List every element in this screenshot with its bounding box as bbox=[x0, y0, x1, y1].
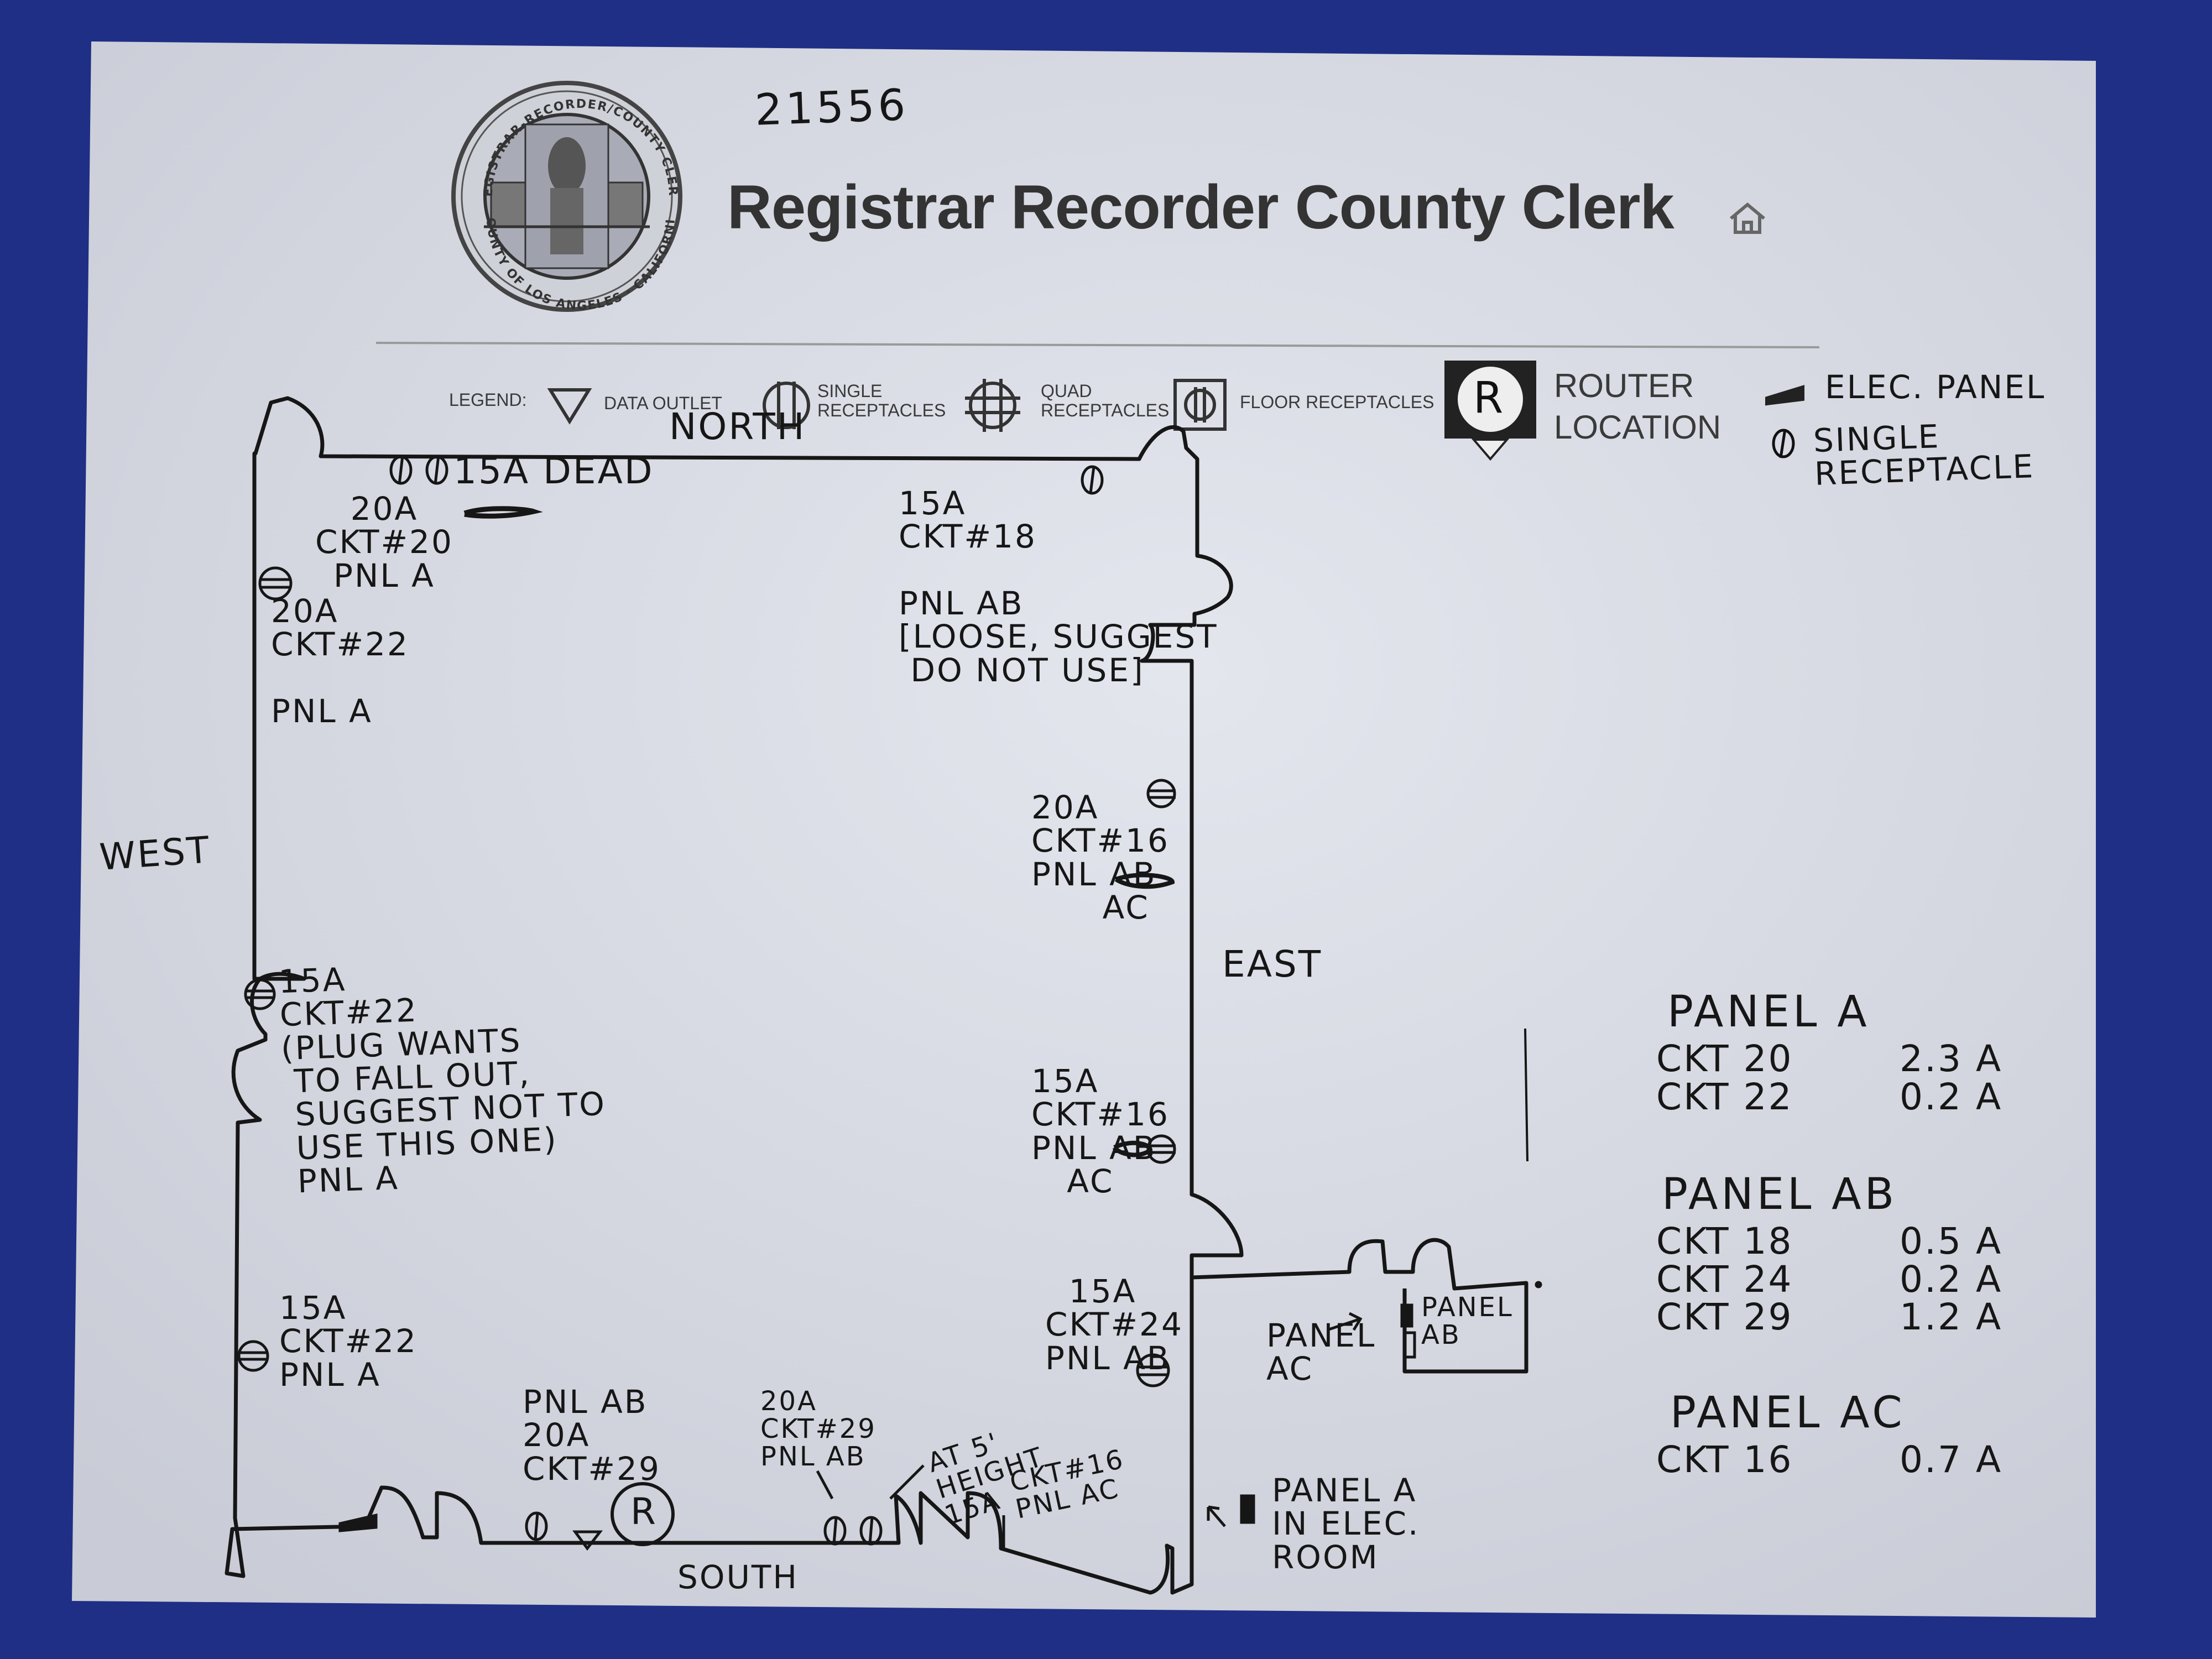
plan-symbols bbox=[237, 455, 1542, 1551]
annotation-panel-ab: PANEL AB bbox=[1421, 1292, 1514, 1350]
panel-summary-title: PANEL AB bbox=[1662, 1170, 1898, 1219]
legend-quad-receptacle-icon bbox=[965, 379, 1020, 432]
receptacle-ne bbox=[1081, 465, 1104, 495]
elec-panel-a bbox=[1240, 1494, 1255, 1524]
router-marker bbox=[611, 1482, 675, 1546]
annotation-panel-ac: PANEL AC bbox=[1266, 1317, 1376, 1388]
receptacle-w-low bbox=[237, 1340, 269, 1372]
legend-single-receptacles-label: SINGLE RECEPTACLES bbox=[817, 381, 946, 421]
panel-summary-amps: 0.2 A bbox=[1900, 1075, 2003, 1118]
receptacle-w-top bbox=[258, 566, 293, 601]
panel-summary-amps: 0.2 A bbox=[1900, 1258, 2003, 1301]
annotation-e-ckt16-lower: 15A CKT#16 PNL AB AC bbox=[1031, 1062, 1170, 1200]
legend-elec-panel-icon bbox=[1765, 384, 1804, 406]
panel-summary-a: PANEL A CKT 20 2.3 A CKT 22 0.2 A bbox=[1656, 989, 2003, 1118]
elec-panel-south bbox=[338, 1513, 378, 1532]
scribble-ab-upper bbox=[1114, 873, 1175, 889]
panel-summary-ckt: CKT 22 bbox=[1656, 1075, 1793, 1118]
legend-router-label: ROUTER LOCATION bbox=[1554, 367, 1721, 446]
panel-summary-ckt: CKT 24 bbox=[1656, 1258, 1793, 1301]
receptacle-south-3 bbox=[859, 1516, 883, 1546]
annotation-nw-ckt20: 20A CKT#20 PNL A bbox=[315, 490, 453, 594]
legend-router-symbol: R bbox=[1473, 373, 1505, 423]
annotation-w-ckt22-mid: 15A CKT#22 (PLUG WANTS TO FALL OUT, SUGG… bbox=[278, 961, 607, 1201]
receptacle-e-ckt24 bbox=[1136, 1353, 1170, 1387]
page-title: Registrar Recorder County Clerk bbox=[727, 173, 1674, 242]
compass-south: SOUTH bbox=[677, 1558, 799, 1596]
elec-panel-ab bbox=[1403, 1331, 1416, 1359]
legend-floor-receptacle-icon bbox=[1173, 379, 1227, 431]
document-ref-number: 21556 bbox=[754, 80, 910, 135]
annotation-e-ckt16-upper: 20A CKT#16 PNL AB AC bbox=[1031, 789, 1170, 926]
panel-summary-amps: 0.5 A bbox=[1900, 1220, 2003, 1263]
compass-north: NORTH bbox=[669, 405, 806, 448]
annotation-15a-dead: 15A DEAD bbox=[453, 450, 654, 492]
panel-summary-title: PANEL A bbox=[1667, 987, 1870, 1037]
receptacle-w-mid bbox=[244, 978, 276, 1010]
legend-single-receptacle-label: SINGLE RECEPTACLE bbox=[1812, 417, 2036, 493]
receptacle-south-2 bbox=[823, 1516, 847, 1546]
compass-west: WEST bbox=[98, 828, 212, 879]
legend-data-outlet-icon bbox=[547, 388, 592, 425]
annotation-s-ckt29-left: PNL AB 20A CKT#29 bbox=[523, 1383, 661, 1488]
router-marker-label: R bbox=[630, 1490, 658, 1533]
data-outlet-south bbox=[572, 1530, 603, 1551]
header-divider bbox=[375, 342, 1820, 348]
annotation-s-ckt29-mid: 20A CKT#29 PNL AB bbox=[760, 1386, 877, 1472]
receptacle-north-2 bbox=[425, 455, 448, 485]
panel-summary-ac: PANEL AC CKT 16 0.7 A bbox=[1656, 1390, 2003, 1481]
annotation-e-ckt24: 15A CKT#24 PNL AB bbox=[1045, 1272, 1183, 1377]
panel-summary-title: PANEL AC bbox=[1670, 1388, 1906, 1438]
legend-single-receptacle-icon bbox=[763, 382, 810, 429]
legend-single-receptacle-hw-icon bbox=[1772, 429, 1795, 458]
panel-summary-ckt: CKT 18 bbox=[1656, 1220, 1793, 1263]
paper-sheet bbox=[72, 41, 2096, 1618]
legend-elec-panel-label: ELEC. PANEL bbox=[1825, 368, 2046, 406]
legend-label: LEGEND: bbox=[449, 390, 527, 410]
side-room-walls bbox=[1191, 1238, 1528, 1374]
scribble-ab-lower bbox=[1112, 1140, 1153, 1157]
panel-summary-ckt: CKT 20 bbox=[1656, 1037, 1793, 1081]
panel-summary-ab: PANEL AB CKT 18 0.5 A CKT 24 0.2 A CKT 29 1… bbox=[1656, 1172, 2002, 1337]
home-icon bbox=[1730, 202, 1765, 234]
floor-plan bbox=[225, 396, 1528, 1595]
receptacle-e-upper bbox=[1146, 779, 1176, 808]
panel-summary-amps: 1.2 A bbox=[1900, 1296, 2003, 1339]
receptacle-south-1 bbox=[525, 1511, 548, 1541]
legend-router-icon bbox=[1444, 361, 1536, 461]
panel-summary-ckt: CKT 16 bbox=[1656, 1438, 1793, 1481]
elec-panel-ac bbox=[1400, 1303, 1413, 1328]
receptacle-north-1 bbox=[389, 455, 413, 485]
annotation-w-ckt22-top: 20A CKT#22 PNL A bbox=[271, 592, 409, 730]
floor-plan-walls bbox=[225, 396, 1244, 1595]
scribble-dead bbox=[463, 506, 543, 519]
annotation-w-ckt22-low: 15A CKT#22 PNL A bbox=[279, 1289, 418, 1394]
panel-summary-amps: 0.7 A bbox=[1900, 1438, 2003, 1481]
panel-summary-ckt: CKT 29 bbox=[1656, 1296, 1793, 1339]
legend-symbols bbox=[547, 361, 1804, 461]
annotation-panel-a-room: PANEL A IN ELEC. ROOM bbox=[1272, 1472, 1420, 1576]
compass-east: EAST bbox=[1222, 943, 1323, 985]
panel-summary-amps: 2.3 A bbox=[1900, 1037, 2003, 1081]
legend-data-outlet-label: DATA OUTLET bbox=[604, 393, 722, 413]
legend-quad-receptacles-label: QUAD RECEPTACLES bbox=[1041, 381, 1170, 421]
legend-floor-receptacles-label: FLOOR RECEPTACLES bbox=[1240, 392, 1434, 412]
annotation-ne-ckt18: 15A CKT#18 PNL AB [LOOSE, SUGGEST DO NOT… bbox=[899, 484, 1218, 689]
